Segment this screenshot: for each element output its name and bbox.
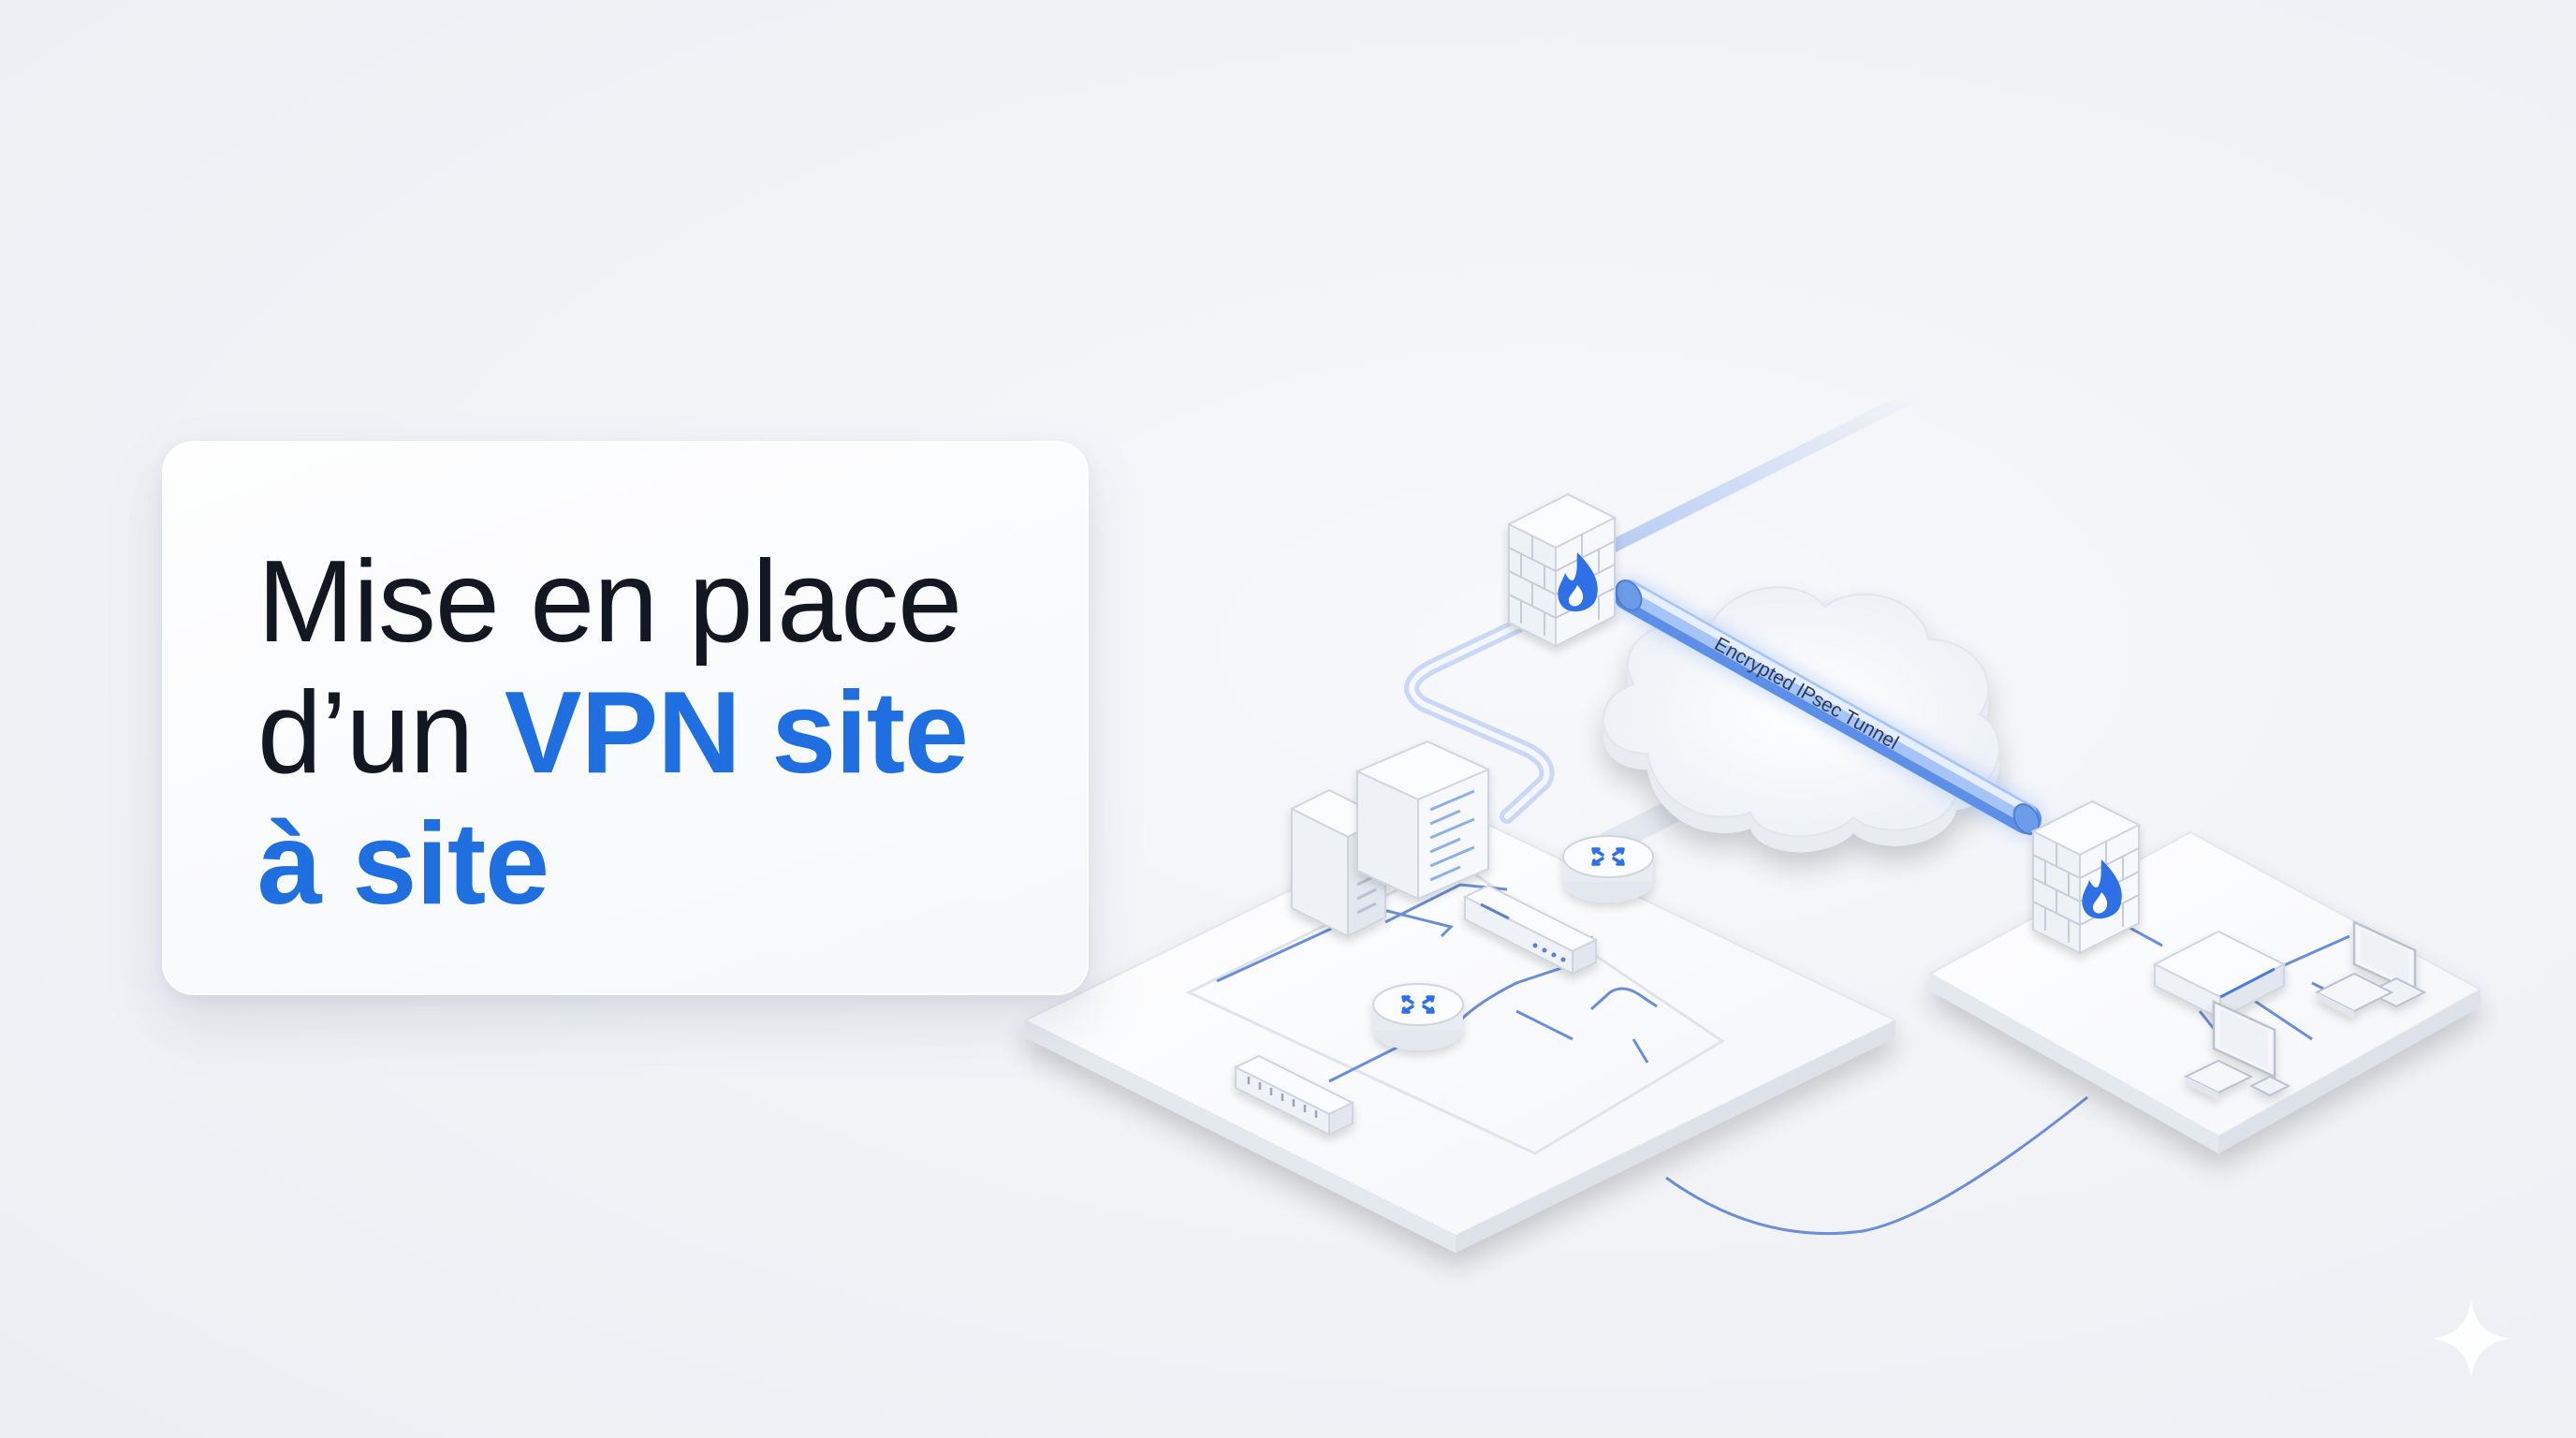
desktop-icon [2314, 920, 2427, 1019]
router-icon [1562, 835, 1654, 902]
title-line-3-accent: à site [257, 800, 549, 929]
bottom-link-line [1665, 1095, 2088, 1236]
uplink-fade-line [1575, 387, 1925, 568]
switch-icon [1462, 884, 1599, 976]
sparkle-icon [2432, 1299, 2510, 1378]
page-title: Mise en place d’un VPN site à site [257, 536, 1087, 930]
switch-icon [2152, 930, 2287, 1020]
desktop-icon [2183, 1000, 2291, 1100]
firewall-icon [1506, 492, 1617, 648]
router-icon [1372, 983, 1464, 1050]
title-card: Mise en place d’un VPN site à site [162, 441, 1089, 995]
title-line-2-accent: VPN site [504, 668, 969, 798]
firewall-icon [2030, 800, 2142, 955]
title-line-1: Mise en place [257, 537, 962, 667]
server-rack-icon [1354, 740, 1491, 901]
flame-icon [1558, 552, 1598, 612]
title-line-2-prefix: d’un [257, 668, 505, 798]
flame-icon [2082, 859, 2122, 919]
switch-icon [1233, 1054, 1355, 1137]
